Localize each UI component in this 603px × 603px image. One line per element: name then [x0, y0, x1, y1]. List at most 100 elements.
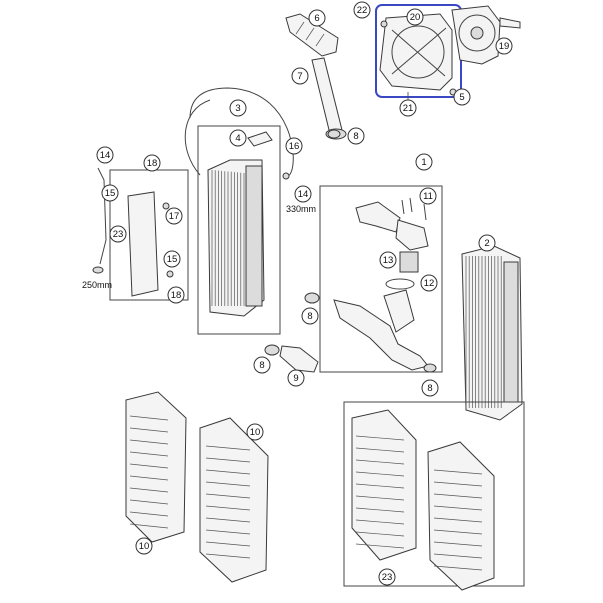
callout-label: 16 — [289, 141, 300, 152]
callout-label: 8 — [427, 383, 432, 394]
callout-c18a: 18 — [143, 154, 161, 172]
callout-label: 17 — [169, 211, 180, 222]
callout-c10b: 10 — [246, 423, 264, 441]
hose-330mm — [189, 87, 294, 177]
callout-c19: 19 — [495, 37, 513, 55]
guard-slat — [129, 487, 169, 493]
thermostat-frame — [319, 185, 443, 373]
callout-circle — [378, 568, 396, 586]
right-radiator-tank — [503, 261, 519, 403]
guard-slat — [433, 541, 483, 547]
callout-label: 4 — [235, 133, 240, 144]
callout-circle — [379, 251, 397, 269]
guard-slat — [433, 517, 483, 523]
guard-slat — [433, 529, 483, 535]
nipple-16 — [282, 172, 290, 180]
hose-6-clamps — [295, 21, 325, 47]
callout-label: 8 — [307, 311, 312, 322]
guard-slat — [355, 447, 405, 453]
callout-label: 10 — [139, 541, 150, 552]
guard-10-right — [199, 417, 269, 583]
callout-circle — [229, 99, 247, 117]
fan-hub — [470, 26, 484, 40]
callout-c22a: 22 — [353, 1, 371, 19]
callout-label: 18 — [147, 158, 158, 169]
guard-slat — [129, 463, 169, 469]
callout-circle — [399, 99, 417, 117]
guard-slat — [129, 499, 169, 505]
guard-slat — [205, 493, 251, 499]
callout-c21: 21 — [399, 99, 417, 117]
callout-c8d: 8 — [421, 379, 439, 397]
thermostat-housing-upper — [395, 219, 429, 251]
callout-circle — [421, 379, 439, 397]
fitting-17 — [162, 202, 170, 210]
callout-c14a: 14 — [96, 146, 114, 164]
callout-label: 6 — [314, 13, 319, 24]
bolts-11 — [401, 197, 427, 221]
callout-label: 14 — [100, 150, 111, 161]
clamp-8-b — [264, 344, 280, 356]
callout-label: 5 — [459, 92, 464, 103]
left-radiator-group — [184, 87, 294, 335]
fan-bracket-ring — [391, 25, 445, 79]
callout-label: 2 — [484, 238, 489, 249]
guard-slat — [433, 553, 483, 559]
callout-circle — [294, 185, 312, 203]
left-radiator-tank — [245, 165, 263, 307]
callout-circle — [167, 286, 185, 304]
guard-slat — [129, 523, 169, 529]
callout-circle — [353, 1, 371, 19]
hose-9 — [279, 345, 319, 373]
dimension-250mm: 250mm — [82, 280, 112, 290]
callout-circle — [347, 127, 365, 145]
callout-circle — [135, 537, 153, 555]
callout-c2: 2 — [478, 234, 496, 252]
thermostat-13 — [399, 251, 419, 273]
guard-set-frame — [343, 401, 525, 587]
callout-label: 11 — [423, 191, 433, 202]
callout-circle — [143, 154, 161, 172]
guard-slats — [129, 415, 483, 571]
callout-label: 1 — [421, 157, 426, 168]
fan-bracket-plate — [379, 13, 453, 91]
radiator-guards — [125, 391, 525, 591]
o-ring-12 — [385, 278, 415, 290]
callout-label: 8 — [353, 131, 358, 142]
guard-slat — [355, 495, 405, 501]
screw-22 — [380, 20, 388, 28]
callout-circle — [308, 9, 326, 27]
clamp-8-top — [327, 129, 341, 139]
callout-c11: 11 — [419, 187, 437, 205]
hose-250mm — [97, 167, 107, 265]
lower-hose — [333, 299, 429, 371]
guard-slat — [129, 451, 169, 457]
callout-c4: 4 — [229, 129, 247, 147]
callout-circle — [291, 67, 309, 85]
fan-shroud-assembly — [285, 4, 521, 140]
guard-slat — [433, 481, 483, 487]
callout-c16: 16 — [285, 137, 303, 155]
guard-slat — [205, 529, 251, 535]
callout-c8c: 8 — [253, 356, 271, 374]
callout-c15b: 15 — [163, 250, 181, 268]
callout-circle — [246, 423, 264, 441]
callout-c3: 3 — [229, 99, 247, 117]
hose-end — [92, 266, 104, 274]
callout-c15a: 15 — [101, 184, 119, 202]
fan-blade-ring — [458, 14, 496, 52]
callout-c14b: 14 — [294, 185, 312, 203]
callout-circle — [229, 129, 247, 147]
callout-label: 21 — [403, 103, 414, 114]
guard-slat — [433, 469, 483, 475]
fan-connector — [499, 17, 521, 29]
guard-slat — [205, 481, 251, 487]
callout-c18b: 18 — [167, 286, 185, 304]
thermostat-housing-lower — [383, 289, 415, 333]
callout-circle — [406, 8, 424, 26]
upper-hose-6 — [285, 13, 339, 57]
reservoir-tank — [127, 191, 159, 297]
guard-slat — [129, 439, 169, 445]
